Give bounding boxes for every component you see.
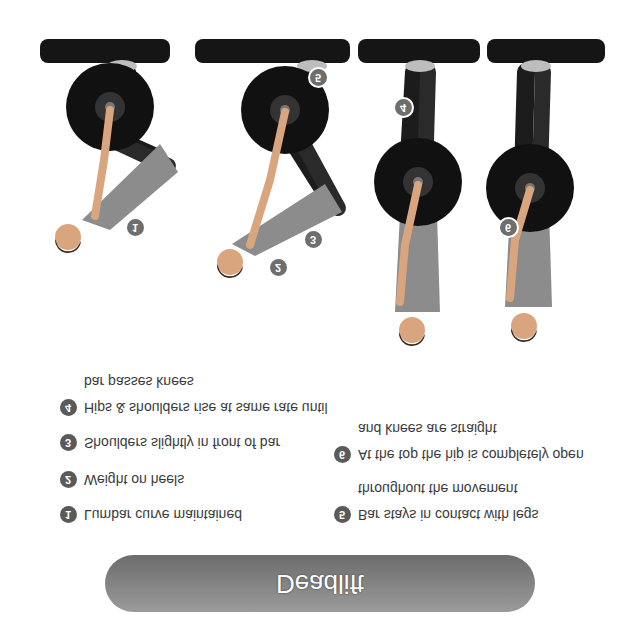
list-text: At the top the hip is completely open an… [358, 416, 603, 468]
callout-number: 6 [498, 218, 519, 239]
callout-number: 1 [125, 218, 146, 239]
list-text: Lumbar curve maintained [84, 502, 346, 528]
callout-number: 5 [308, 68, 329, 89]
list-number: 3 [60, 435, 77, 452]
list-text: Hips & shoulders rise at same rate until… [84, 369, 346, 421]
list-number: 5 [334, 507, 351, 524]
title: Deadlift [276, 568, 364, 599]
list-number: 6 [334, 447, 351, 464]
callout-number: 2 [268, 258, 289, 279]
title-bar: Deadlift [105, 555, 535, 612]
list-number: 2 [60, 472, 77, 489]
list-number: 4 [60, 400, 77, 417]
callout-number: 4 [393, 98, 414, 119]
list-number: 1 [60, 507, 77, 524]
callout-number: 3 [303, 230, 324, 251]
list-text: Shoulders slightly in front of bar [84, 430, 346, 456]
list-text: Bar stays in contact with legs throughou… [358, 476, 603, 528]
list-text: Weight on heels [84, 467, 346, 493]
